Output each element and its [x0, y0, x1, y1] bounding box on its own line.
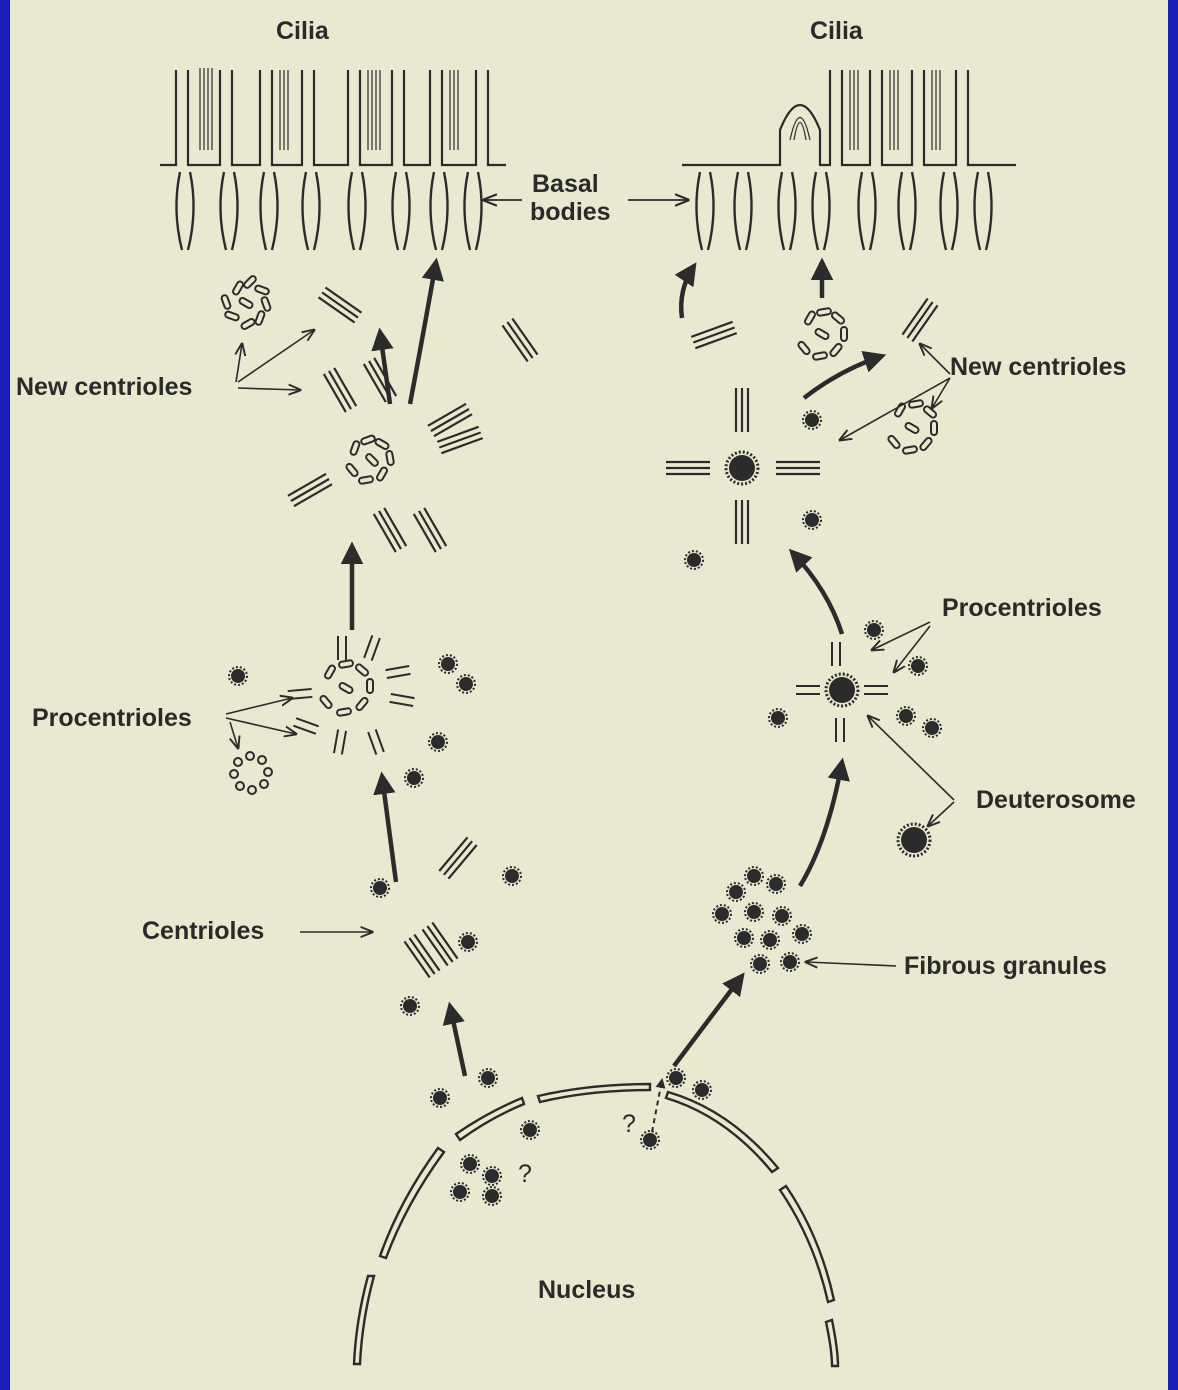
label-deuterosome: Deuterosome [976, 786, 1136, 814]
left-procentriole-ring [230, 752, 272, 794]
label-basal-bodies-line1: Basal [532, 170, 599, 198]
label-cilia-left: Cilia [276, 17, 329, 45]
right-pathway [641, 262, 941, 1149]
left-basal-bodies [176, 172, 481, 250]
nucleus-envelope [354, 1084, 838, 1366]
label-cilia-right: Cilia [810, 17, 863, 45]
label-basal-bodies-line2: bodies [530, 198, 611, 226]
right-deuterosome-cross [666, 388, 820, 544]
right-new-centriole-ring-bottom [887, 400, 937, 454]
label-fibrous-granules: Fibrous granules [904, 952, 1107, 980]
label-new-centrioles-left: New centrioles [16, 373, 192, 401]
right-procentriole-cross [796, 642, 888, 742]
label-new-centrioles-right: New centrioles [950, 353, 1126, 381]
right-new-centriole-ring-top [797, 308, 847, 360]
label-nucleus: Nucleus [538, 1276, 635, 1304]
right-cilia [682, 70, 1016, 165]
label-pointers [226, 330, 954, 966]
left-procentriole-rosette [288, 635, 415, 754]
right-basal-bodies [696, 172, 991, 250]
label-procentrioles-left: Procentrioles [32, 704, 192, 732]
diagram-panel: Cilia Cilia Basal bodies New centrioles … [10, 0, 1168, 1390]
label-question-mark-1: ? [622, 1110, 636, 1138]
label-centrioles: Centrioles [142, 917, 264, 945]
left-cilia [160, 68, 506, 165]
label-question-mark-2: ? [518, 1160, 532, 1188]
label-procentrioles-right: Procentrioles [942, 594, 1102, 622]
left-rosette [288, 358, 483, 552]
fibrous-granules-cluster [713, 867, 811, 973]
left-new-centriole-ring-top [221, 275, 271, 330]
